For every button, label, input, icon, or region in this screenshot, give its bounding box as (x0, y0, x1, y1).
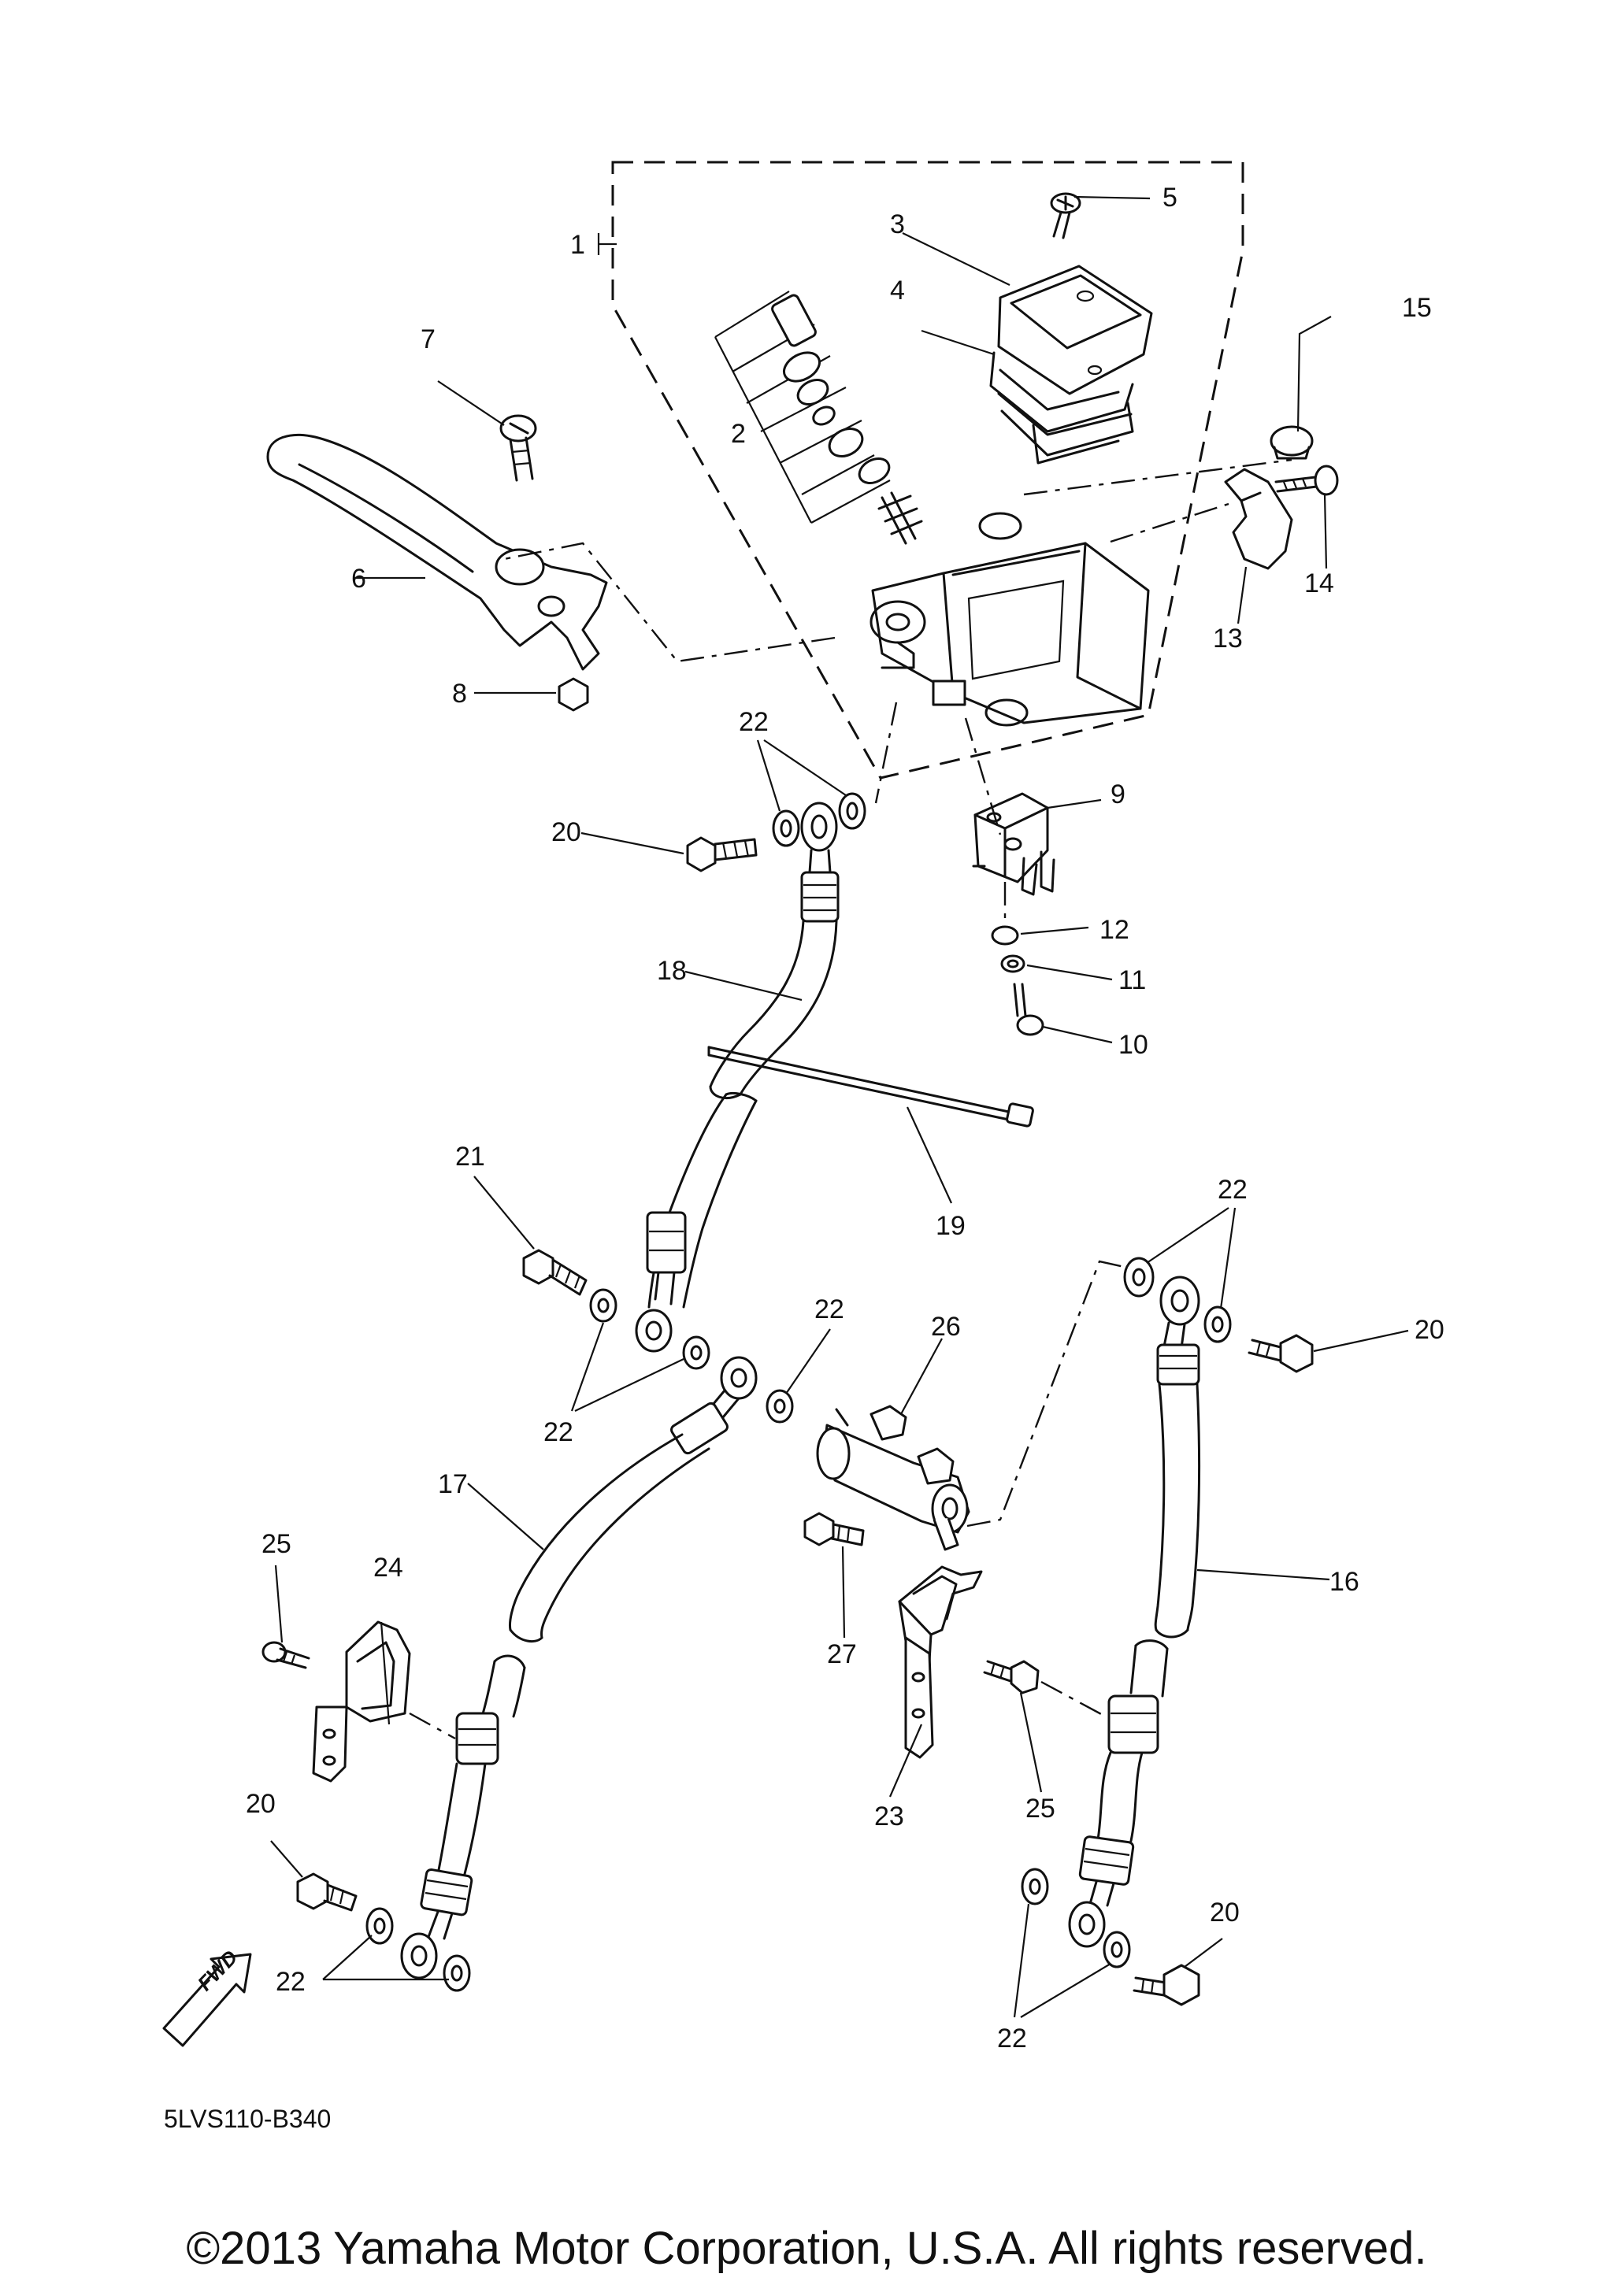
holder-bolt (1274, 465, 1339, 496)
callout-26: 26 (931, 1312, 961, 1342)
piston-kit (714, 291, 923, 545)
callout-14: 14 (1304, 568, 1334, 598)
lever-nut (558, 677, 589, 712)
three-way-joint (816, 1405, 970, 1551)
union-bolt-right-upper (1248, 1334, 1314, 1373)
callout-9: 9 (1111, 780, 1125, 809)
brake-hose-18 (635, 802, 840, 1353)
callout-13: 13 (1213, 624, 1243, 654)
leader-lines (270, 195, 1409, 2018)
callout-22: 22 (739, 707, 769, 737)
callout-22: 22 (997, 2024, 1027, 2053)
brake-light-switch (972, 792, 1055, 896)
brake-hose-16 (1068, 1276, 1200, 1948)
callout-27: 27 (827, 1639, 857, 1669)
callout-15: 15 (1402, 293, 1432, 323)
callout-20: 20 (1210, 1898, 1240, 1928)
callout-22: 22 (1218, 1175, 1248, 1205)
hose-bracket-24 (312, 1620, 411, 1783)
callout-24: 24 (373, 1553, 403, 1583)
rubber-cap (1270, 425, 1314, 460)
drawing-code: 5LVS110-B340 (164, 2105, 331, 2133)
callout-11: 11 (1118, 965, 1146, 995)
switch-screw (1013, 983, 1044, 1036)
copper-washer (443, 1954, 471, 1992)
joint-bolt (803, 1512, 865, 1546)
brake-hose-17 (400, 1356, 758, 1979)
callout-4: 4 (890, 276, 905, 306)
callout-1: 1 (570, 230, 585, 260)
callout-labels: 1 2 3 4 5 6 7 8 9 10 11 12 13 14 15 16 1… (246, 183, 1444, 2053)
callout-21: 21 (455, 1142, 485, 1172)
union-bolt-right-lower (1133, 1964, 1200, 2006)
callout-7: 7 (421, 324, 436, 354)
callout-23: 23 (874, 1802, 904, 1831)
union-bolt-lower-left (296, 1872, 358, 1912)
brake-lever (266, 434, 608, 671)
callout-22: 22 (814, 1294, 844, 1324)
callout-20: 20 (551, 817, 581, 847)
copper-washer (1203, 1305, 1232, 1343)
union-bolt-upper (686, 836, 758, 872)
switch-washer-12 (991, 925, 1019, 946)
copper-washer (838, 792, 866, 830)
callout-12: 12 (1099, 915, 1129, 945)
copper-washer (682, 1335, 710, 1370)
callout-8: 8 (452, 679, 467, 709)
copper-washer (772, 809, 800, 847)
callout-17: 17 (438, 1469, 468, 1499)
master-cylinder-body (870, 512, 1150, 727)
callout-22: 22 (276, 1967, 306, 1997)
callout-16: 16 (1329, 1567, 1359, 1597)
cable-guide-rod (707, 1046, 1034, 1128)
callout-18: 18 (657, 956, 687, 986)
copper-washer (1123, 1257, 1155, 1298)
callout-5: 5 (1162, 183, 1177, 213)
callout-3: 3 (890, 209, 905, 239)
lever-pivot-bolt (499, 414, 537, 482)
callout-19: 19 (936, 1211, 966, 1241)
forward-arrow-icon: FWD (162, 1946, 252, 2047)
callout-2: 2 (731, 419, 746, 449)
bracket-bolt-left (261, 1641, 310, 1669)
callout-25: 25 (261, 1529, 291, 1559)
assembly-boundary (611, 161, 1244, 780)
copper-washer (589, 1288, 617, 1323)
union-bolt-21 (522, 1249, 588, 1296)
copper-washer (1021, 1868, 1049, 1905)
callout-20: 20 (1415, 1315, 1444, 1345)
copper-washer (766, 1389, 794, 1424)
copyright-notice: ©2013 Yamaha Motor Corporation, U.S.A. A… (186, 2223, 1427, 2274)
reservoir-cap (997, 265, 1153, 395)
copper-washer (365, 1907, 394, 1945)
hose-bracket-23 (898, 1565, 983, 1759)
handlebar-holder (1224, 468, 1293, 570)
copper-washer (1103, 1931, 1131, 1968)
callout-22: 22 (543, 1417, 573, 1447)
switch-washer-11 (1000, 954, 1025, 973)
callout-10: 10 (1118, 1030, 1148, 1060)
bracket-bolt-right (983, 1660, 1040, 1694)
callout-25: 25 (1025, 1794, 1055, 1824)
reservoir-diaphragm (989, 351, 1134, 465)
callout-20: 20 (246, 1789, 276, 1819)
callout-6: 6 (351, 564, 366, 594)
cap-screw (1050, 192, 1081, 239)
routing-lines (409, 458, 1292, 1740)
